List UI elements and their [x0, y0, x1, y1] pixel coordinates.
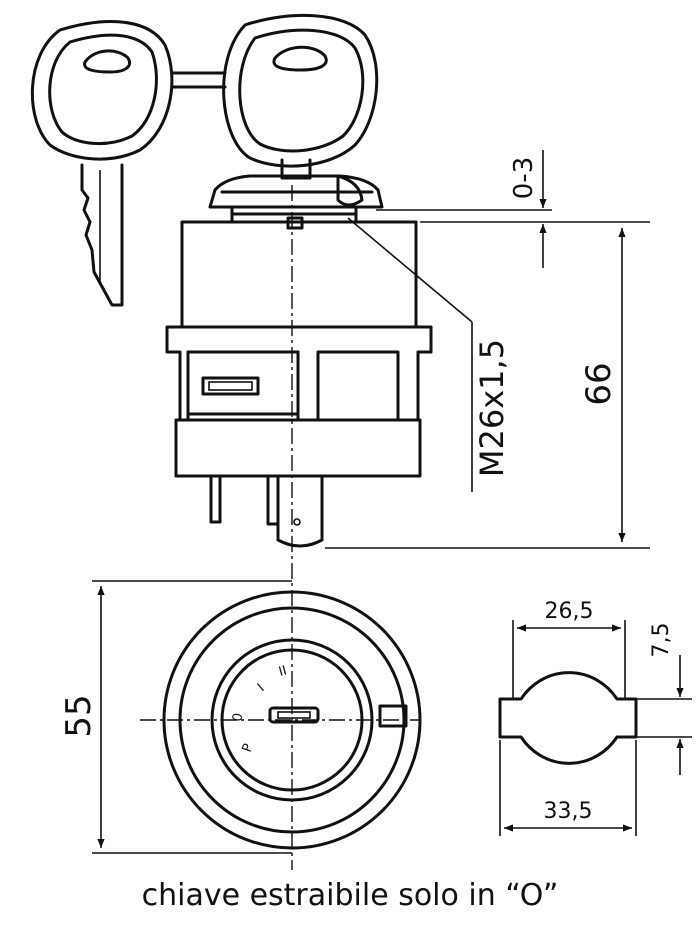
thread-dimension: M26x1,5 [473, 339, 511, 477]
right-key-bow [222, 13, 379, 168]
panel-cutout [498, 671, 638, 765]
center-lines [140, 185, 420, 870]
lower-body [174, 418, 422, 478]
position-label-ii: II [277, 663, 288, 679]
position-label-i: I [255, 681, 268, 695]
cutout-width-dimension: 26,5 [545, 599, 594, 624]
cutout-depth-dimension: 7,5 [649, 623, 674, 658]
connector-block [165, 325, 433, 422]
switch-side-view [165, 174, 433, 548]
dimensions: 0-3 66 M26x1,5 55 26,5 7,5 33,5 [59, 150, 692, 854]
height-dimension: 66 [579, 362, 619, 405]
left-key-bow [30, 20, 174, 161]
left-key-blade [80, 163, 124, 307]
cutout-profile [498, 671, 638, 765]
terminal-left [209, 474, 222, 524]
connector-slot [201, 376, 260, 396]
cutout-overall-dimension: 33,5 [544, 799, 593, 824]
position-label-0: 0 [230, 712, 246, 723]
upper-cylinder [180, 220, 418, 329]
gap-dimension: 0-3 [509, 157, 539, 199]
drawing-caption: chiave estraibile solo in “O” [141, 878, 559, 913]
keys-illustration [30, 13, 379, 307]
position-label-p: P [240, 742, 257, 755]
keyway [268, 706, 320, 724]
terminal-pin [276, 474, 324, 548]
diameter-dimension: 55 [59, 694, 99, 737]
